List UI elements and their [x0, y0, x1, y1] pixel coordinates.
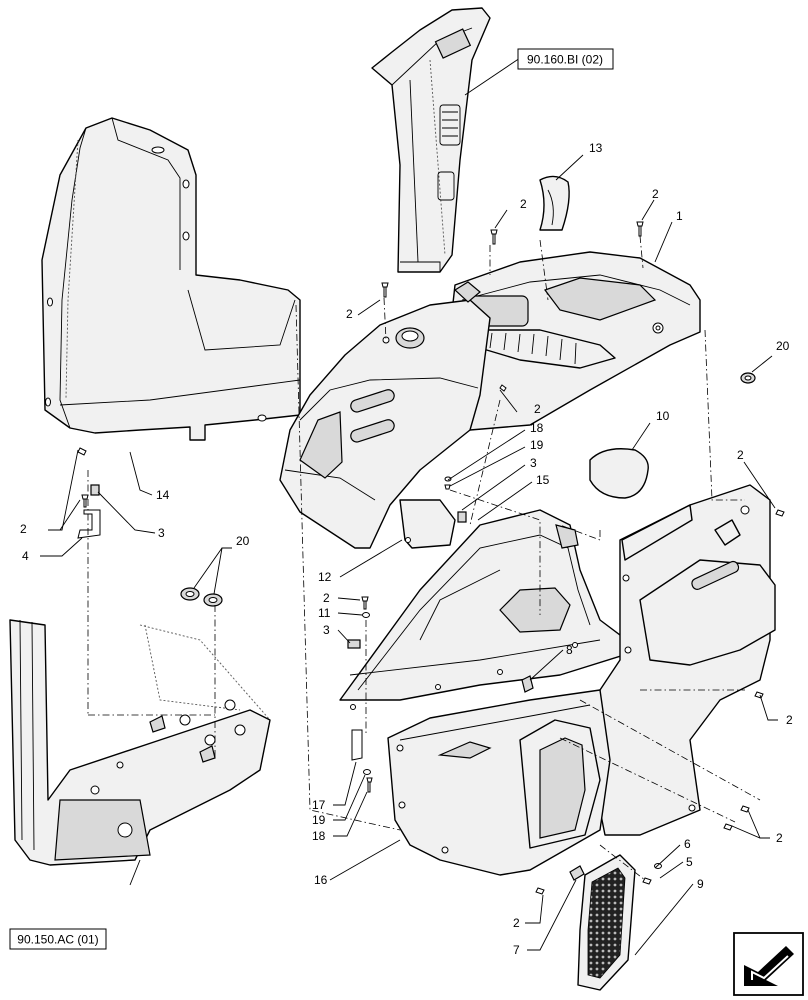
callout-number: 10	[656, 409, 670, 423]
callout-number: 15	[536, 473, 550, 487]
callout-number: 19	[312, 813, 326, 827]
callout-number: 2	[20, 522, 27, 536]
callout-number: 18	[530, 421, 544, 435]
callout-number: 2	[323, 591, 330, 605]
alignment-lines	[87, 235, 761, 881]
callout-number: 14	[156, 488, 170, 502]
callout-number: 2	[513, 916, 520, 930]
reference-label: 90.150.AC (01)	[17, 933, 98, 947]
top-shelf-1	[449, 251, 701, 431]
callout-number: 19	[530, 438, 544, 452]
callout-number: 7	[513, 943, 520, 957]
lower-panel-16	[387, 689, 611, 876]
console-tray-15	[339, 509, 641, 710]
callout-number: 2	[652, 187, 659, 201]
callout-number: 17	[312, 798, 326, 812]
pillar-console	[371, 7, 491, 273]
callout-number: 1	[676, 209, 683, 223]
view-direction-arrow-icon	[733, 932, 804, 996]
bracket-12	[399, 499, 456, 549]
callout-number: 2	[776, 831, 783, 845]
callout-number: 2	[346, 307, 353, 321]
callout-number: 12	[318, 570, 332, 584]
callout-number: 3	[323, 623, 330, 637]
reference-box-90-160-bi[interactable]: 90.160.BI (02)	[517, 48, 614, 70]
mesh-grille-9	[577, 854, 636, 991]
callout-number: 18	[312, 829, 326, 843]
callout-number: 2	[534, 402, 541, 416]
callout-number: 3	[530, 456, 537, 470]
rear-panel-assembly	[589, 484, 776, 836]
callout-number: 13	[589, 141, 603, 155]
oval-cover-10	[589, 448, 649, 499]
grommets-20	[180, 372, 756, 607]
callouts: 2 2 2 2 2 2 2 2 2 2 1 13 20 20 10 18 19 …	[20, 141, 793, 957]
callout-number: 2	[786, 713, 793, 727]
reference-box-90-150-ac[interactable]: 90.150.AC (01)	[9, 928, 107, 950]
callout-number: 4	[22, 549, 29, 563]
callout-number: 2	[737, 448, 744, 462]
side-panel-14	[41, 117, 301, 441]
callout-number: 20	[236, 534, 250, 548]
callout-number: 6	[684, 837, 691, 851]
callout-number: 5	[686, 855, 693, 869]
fender-housing-12	[279, 281, 491, 549]
reference-label: 90.160.BI (02)	[527, 53, 603, 67]
callout-number: 9	[697, 877, 704, 891]
callout-number: 16	[314, 873, 328, 887]
callout-number: 20	[776, 339, 790, 353]
curved-trim-13	[539, 175, 570, 231]
cab-floor-section	[9, 619, 271, 866]
leader-lines	[40, 57, 778, 956]
callout-number: 2	[520, 197, 527, 211]
callout-number: 3	[158, 526, 165, 540]
callout-number: 8	[566, 643, 573, 657]
callout-number: 11	[318, 606, 331, 620]
